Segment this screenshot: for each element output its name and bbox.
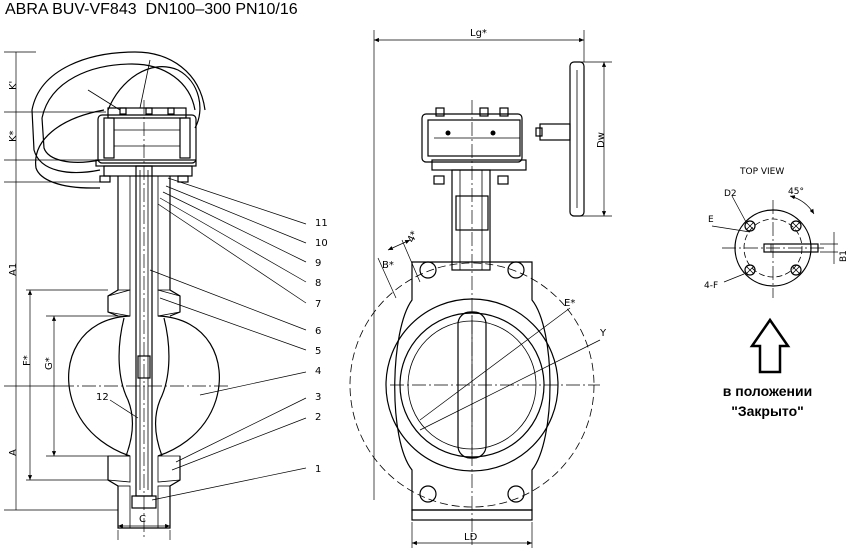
part-number-5: 5 xyxy=(315,346,321,357)
part-number-6: 6 xyxy=(315,326,321,337)
label-d2: D2 xyxy=(724,189,737,199)
front-view: Lg* Dw B* 4* E* Y LD xyxy=(349,28,612,548)
top-view-title: TOP VIEW xyxy=(739,167,784,177)
part-number-9: 9 xyxy=(315,258,321,269)
dim-c: C xyxy=(139,514,146,525)
dim-lg: Lg* xyxy=(470,28,487,39)
dim-dw: Dw xyxy=(596,132,607,148)
dim-a: A xyxy=(8,449,19,456)
part-number-7: 7 xyxy=(315,299,321,310)
part-number-8: 8 xyxy=(315,278,321,289)
section-view: 11 10 9 8 7 6 5 4 3 2 1 12 xyxy=(4,51,328,540)
position-caption: в положении "Закрыто" xyxy=(700,381,835,421)
dim-g: G* xyxy=(44,357,55,370)
dim-4: 4* xyxy=(406,229,421,244)
dim-a1: A1 xyxy=(8,263,19,276)
part-number-10: 10 xyxy=(315,238,328,249)
dim-ld: LD xyxy=(464,532,478,543)
part-number-2: 2 xyxy=(315,412,321,423)
model-name: ABRA BUV-VF843 xyxy=(5,1,137,18)
part-number-12: 12 xyxy=(96,392,109,403)
dim-y: Y xyxy=(599,328,607,339)
label-b1: B1 xyxy=(839,250,848,262)
handwheel xyxy=(35,109,105,189)
dim-f: F* xyxy=(22,355,33,366)
caption-line-2: "Закрыто" xyxy=(731,403,804,419)
caption-line-1: в положении xyxy=(722,383,813,399)
dim-k: K* xyxy=(8,130,19,142)
dim-b: B* xyxy=(382,260,394,271)
label-e: E xyxy=(708,215,714,225)
disc xyxy=(68,315,131,457)
part-number-11: 11 xyxy=(315,218,328,229)
dim-e: E* xyxy=(564,298,575,309)
part-number-4: 4 xyxy=(315,366,321,377)
up-arrow-outline-icon xyxy=(749,317,791,374)
gearbox xyxy=(97,114,197,164)
drawing-title: ABRA BUV-VF843 DN100–300 PN10/16 xyxy=(5,1,298,19)
label-4f: 4-F xyxy=(704,281,718,291)
part-number-1: 1 xyxy=(315,464,321,475)
label-45: 45° xyxy=(788,187,804,197)
top-view: TOP VIEW D2 45° E B1 4-F xyxy=(704,167,848,298)
part-number-3: 3 xyxy=(315,392,321,403)
dim-k-prime: K' xyxy=(8,81,19,90)
size-range: DN100–300 PN10/16 xyxy=(145,1,298,18)
